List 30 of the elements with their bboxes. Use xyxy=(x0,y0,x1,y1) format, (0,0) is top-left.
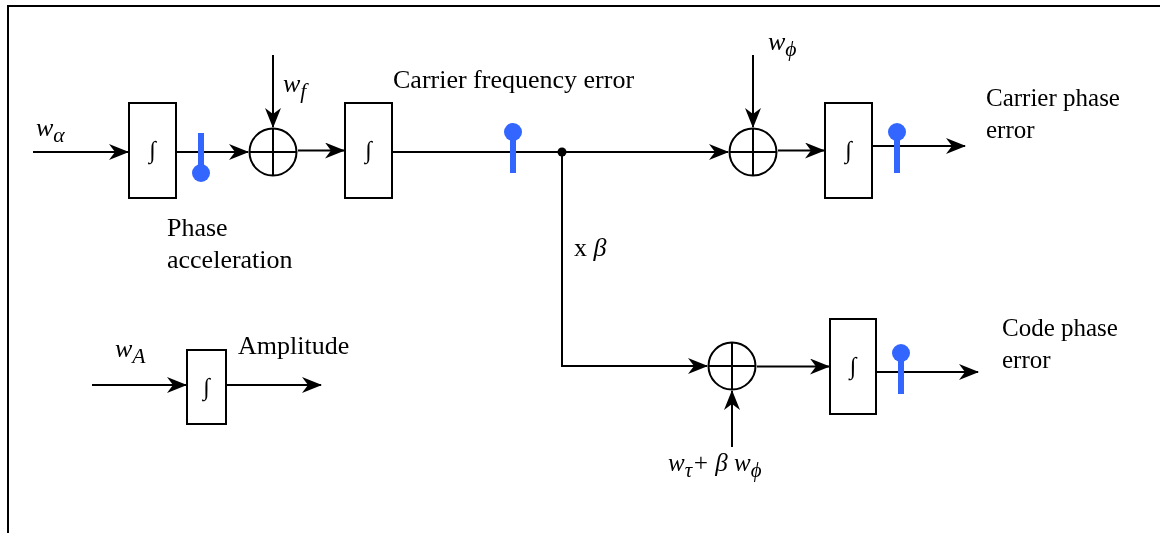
arrow xyxy=(297,142,345,159)
output-label: Code phase error xyxy=(1002,312,1126,380)
arrow xyxy=(32,144,129,160)
arrow xyxy=(876,364,979,380)
summing-junction xyxy=(728,127,778,177)
signal-label: Phase acceleration xyxy=(167,212,294,276)
integrator-block: ∫ xyxy=(186,349,227,425)
integrator-block: ∫ xyxy=(824,102,873,199)
summing-junction xyxy=(707,341,757,391)
integrator-block: ∫ xyxy=(344,102,393,199)
integrator-block: ∫ xyxy=(128,102,177,199)
noise-input-label: w$_{f}$ xyxy=(283,68,307,106)
noise-input-label: w$_{α}$ xyxy=(36,112,65,150)
noise-input-label: w$_{ϕ}$ xyxy=(768,26,797,64)
noise-input-label: w$_{A}$ xyxy=(115,333,146,371)
arrow xyxy=(756,358,830,375)
arrow xyxy=(91,377,187,393)
arrow xyxy=(176,144,249,160)
integrator-block: ∫ xyxy=(829,318,877,415)
arrow xyxy=(872,138,966,154)
noise-input-label: w$_{τ}$+ β w$_{ϕ}$ xyxy=(668,447,818,481)
signal-label: Amplitude xyxy=(238,330,350,362)
arrow xyxy=(777,142,825,159)
output-label: Carrier phase error xyxy=(986,82,1136,148)
summing-junction xyxy=(248,127,298,177)
signal-label: Carrier frequency error xyxy=(393,64,635,96)
arrow xyxy=(745,54,761,128)
arrow xyxy=(226,377,322,393)
arrow xyxy=(265,54,281,128)
arrow xyxy=(724,390,740,448)
